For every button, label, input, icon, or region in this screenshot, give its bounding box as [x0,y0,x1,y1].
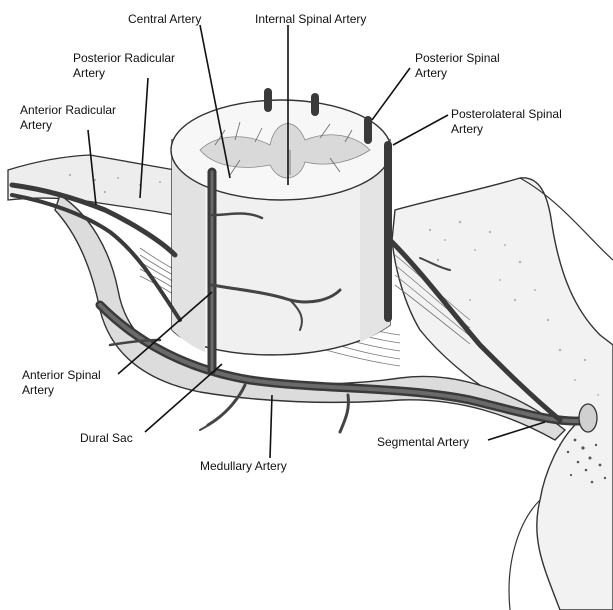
label-segmental-artery: Segmental Artery [377,435,469,449]
label-anterior-spinal-artery-line1: Anterior Spinal [22,368,101,382]
label-posterolateral-spinal-artery-line1: Posterolateral Spinal [451,107,562,121]
label-anterior-radicular-artery-line2: Artery [20,118,52,132]
leader-medullary-artery [270,395,272,458]
label-posterior-spinal-artery-line1: Posterior Spinal [415,51,500,65]
leader-posterolateral-spinal-artery [393,115,448,145]
label-posterior-radicular-artery-line2: Artery [73,66,105,80]
label-central-artery: Central Artery [128,12,201,26]
spinal-cord-illustration [171,100,391,355]
label-posterior-spinal-artery-line2: Artery [415,66,447,80]
label-medullary-artery: Medullary Artery [200,459,287,473]
label-posterolateral-spinal-artery-line2: Artery [451,122,483,136]
label-internal-spinal-artery: Internal Spinal Artery [255,12,366,26]
leader-posterior-spinal-artery [372,68,410,120]
label-posterior-radicular-artery-line1: Posterior Radicular [73,51,175,65]
label-anterior-radicular-artery-line1: Anterior Radicular [20,103,116,117]
label-anterior-spinal-artery-line2: Artery [22,383,54,397]
label-dural-sac: Dural Sac [80,431,133,445]
